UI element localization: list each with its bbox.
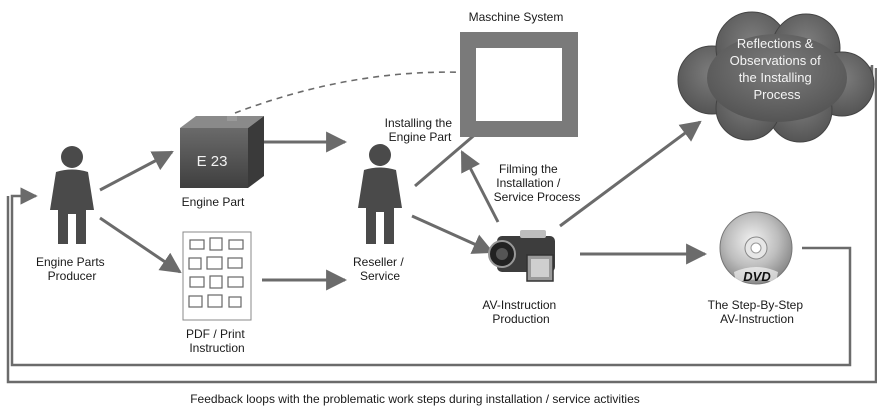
feedback-loop-outer-line [6,68,877,384]
person-icon [358,144,402,244]
av-production-label: AV-Instruction Production [482,298,559,326]
feedback-caption: Feedback loops with the problematic work… [190,392,640,406]
filming-label: Filming the Installation / Service Proce… [494,162,581,204]
engine-part-box-icon [180,116,264,188]
reseller-label: Reseller / Service [353,255,407,283]
dvd-node: DVD The Step-By-Step AV-Instruction [708,211,807,326]
arrow-producer-to-engine-part [99,150,174,192]
producer-label: Engine Parts Producer [36,255,108,283]
reflections-label: Reflections & Observations of the Instal… [730,36,825,102]
installing-label: Installing the Engine Part [385,116,456,144]
machine-system-title: Maschine System [469,10,564,24]
av-production-node: AV-Instruction Production [482,230,559,326]
person-icon [50,146,94,244]
arrow-camera-to-machine [460,150,500,223]
engine-part-label: Engine Part [182,195,245,209]
arrow-reseller-to-av-production [411,214,494,254]
arrow-camera-to-reflections [559,120,702,228]
producer-node: Engine Parts Producer [36,146,108,283]
pdf-node: PDF / Print Instruction [182,231,252,355]
dvd-label: The Step-By-Step AV-Instruction [708,298,807,326]
machine-system-node: Maschine System [460,10,578,137]
dvd-disc-label: DVD [743,269,771,284]
instruction-sheet-icon [182,231,252,321]
arrow-producer-to-pdf [99,216,182,274]
reflections-cloud-node: Reflections & Observations of the Instal… [677,11,875,143]
video-camera-icon [488,230,555,282]
pdf-label: PDF / Print Instruction [186,327,248,355]
engine-part-box-label: E 23 [197,153,228,170]
cloud-icon [677,11,875,143]
reseller-node: Reseller / Service [353,144,407,283]
engine-part-node: E 23 Engine Part [180,116,264,209]
machine-inner-window [476,48,562,121]
dvd-disc-icon [719,211,793,285]
